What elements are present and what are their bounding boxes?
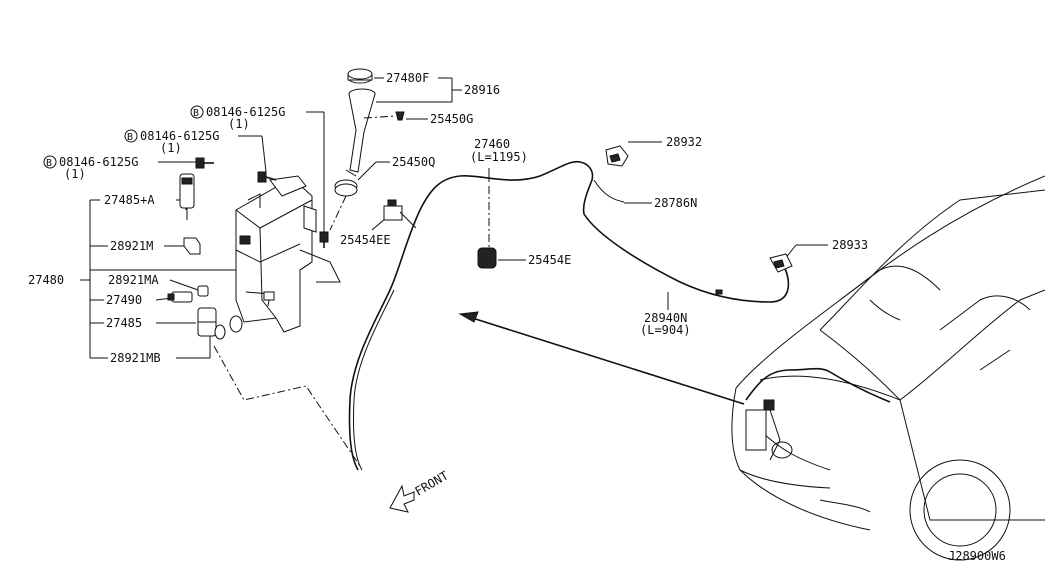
label-28921M: 28921M [110, 239, 153, 253]
vehicle-outline [731, 175, 1045, 561]
label-27480F: 27480F [386, 71, 429, 85]
label-28932: 28932 [666, 135, 702, 149]
label-27485A: 27485+A [104, 193, 155, 207]
label-25454EE: 25454EE [340, 233, 391, 247]
label-27460: 27460 [474, 137, 510, 151]
label-28940N-length: (L=904) [640, 323, 691, 337]
bolt-symbol-1: B [193, 108, 199, 119]
label-25450Q: 25450Q [392, 155, 435, 169]
label-28921MB: 28921MB [110, 351, 161, 365]
label-28940N: 28940N [644, 311, 687, 325]
diagram-id: J28900W6 [948, 549, 1006, 563]
label-25450G: 25450G [430, 112, 473, 126]
label-28786N: 28786N [654, 196, 697, 210]
label-27460-length: (L=1195) [470, 150, 528, 164]
front-indicator [389, 311, 745, 513]
label-bolt-1-qty: (1) [228, 117, 250, 131]
label-front: FRONT [413, 468, 451, 498]
label-28916: 28916 [464, 83, 500, 97]
label-28921MA: 28921MA [108, 273, 159, 287]
hoses [348, 160, 790, 471]
label-bolt-2-qty: (1) [160, 141, 182, 155]
label-bolt-2: 08146-6125G [140, 129, 219, 143]
bolt-symbol-2: B [127, 132, 133, 143]
label-27485: 27485 [106, 316, 142, 330]
bolt-symbol-3: B [46, 158, 52, 169]
filler-assembly [329, 68, 405, 231]
mount-dashed-line [213, 345, 361, 467]
label-25454E: 25454E [528, 253, 571, 267]
label-bolt-3-qty: (1) [64, 167, 86, 181]
label-27490: 27490 [106, 293, 142, 307]
label-bolt-3: 08146-6125G [59, 155, 138, 169]
part-labels: 27480F 28916 25450G B 08146-6125G (1) B … [28, 71, 1006, 563]
washer-pumps [167, 173, 243, 340]
tank-bolts [195, 157, 329, 248]
washer-tank [235, 175, 341, 333]
label-27480: 27480 [28, 273, 64, 287]
label-28933: 28933 [832, 238, 868, 252]
label-bolt-1: 08146-6125G [206, 105, 285, 119]
washer-nozzles [605, 145, 793, 273]
leader-lines [80, 77, 828, 359]
